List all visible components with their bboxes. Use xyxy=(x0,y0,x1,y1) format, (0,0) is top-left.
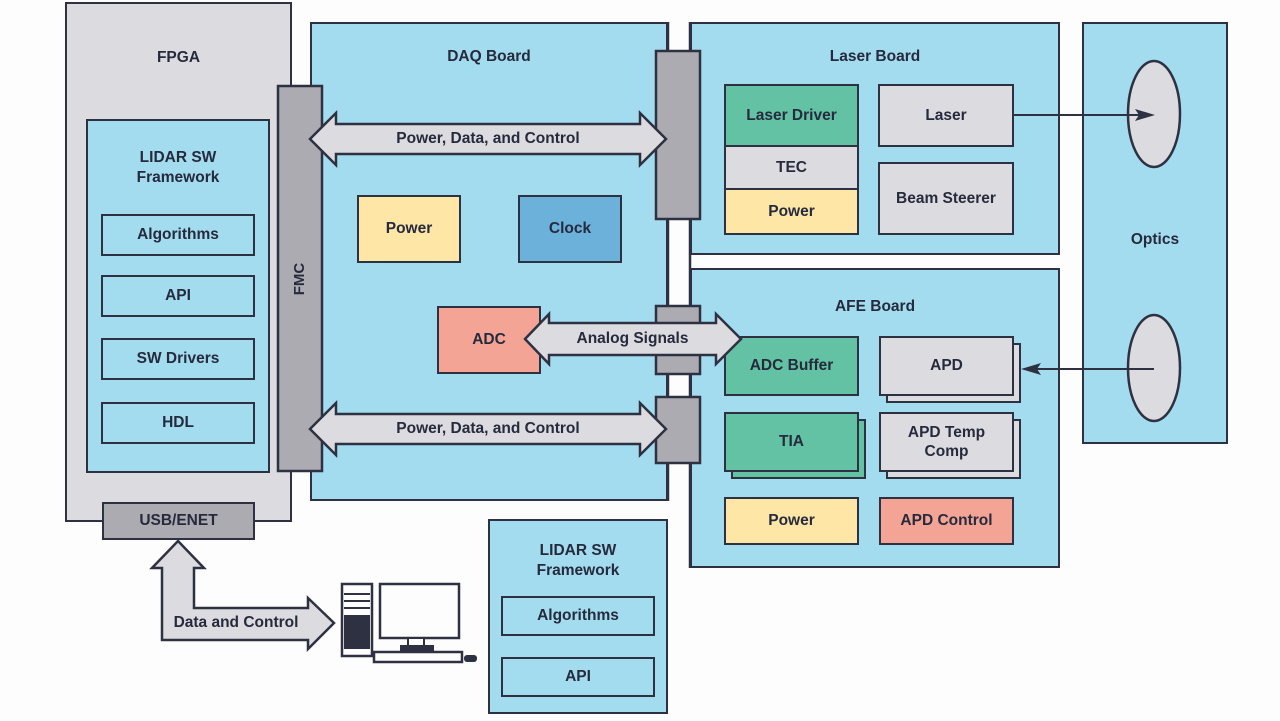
adc-buffer: ADC Buffer xyxy=(724,336,859,396)
optics-title: Optics xyxy=(1130,231,1180,248)
title-line-2: Framework xyxy=(136,169,220,187)
data-and-control-label: Data and Control xyxy=(173,614,299,631)
fpga-sw-framework-title: LIDAR SW Framework xyxy=(88,148,268,188)
laser-board-title: Laser Board xyxy=(829,48,921,65)
apd: APD xyxy=(879,336,1014,396)
laser-driver: Laser Driver xyxy=(724,84,859,147)
beam-steerer: Beam Steerer xyxy=(878,162,1014,235)
laser-power: Power xyxy=(724,188,859,235)
apd-temp-line-1: APD Temp xyxy=(907,423,986,441)
apd-control: APD Control xyxy=(879,497,1014,545)
top-arrow-label: Power, Data, and Control xyxy=(396,130,580,147)
host-api: API xyxy=(501,657,655,697)
laser: Laser xyxy=(878,84,1014,147)
afe-board-title: AFE Board xyxy=(834,298,916,315)
title-line-1: LIDAR SW xyxy=(539,542,617,559)
tec: TEC xyxy=(724,145,859,190)
host-algorithms: Algorithms xyxy=(501,596,655,636)
data-and-control-arrow xyxy=(149,539,336,653)
apd-temp-comp: APD Temp Comp xyxy=(879,412,1014,472)
fpga-hdl: HDL xyxy=(101,402,255,444)
fpga-title: FPGA xyxy=(156,49,201,66)
daq-power: Power xyxy=(357,195,461,263)
title-line-1: LIDAR SW xyxy=(139,149,217,166)
fpga-sw-drivers: SW Drivers xyxy=(101,338,255,380)
afe-power: Power xyxy=(724,497,859,545)
bottom-arrow-label: Power, Data, and Control xyxy=(396,420,580,437)
host-sw-framework-title: LIDAR SW Framework xyxy=(490,541,666,581)
daq-adc: ADC xyxy=(437,306,541,374)
tia: TIA xyxy=(724,412,859,472)
fpga-algorithms: Algorithms xyxy=(101,214,255,256)
optics-block: Optics xyxy=(1082,22,1228,444)
analog-signals-label: Analog Signals xyxy=(576,330,689,347)
title-line-2: Framework xyxy=(536,562,620,580)
fpga-api: API xyxy=(101,275,255,317)
usb-enet-port: USB/ENET xyxy=(102,502,255,540)
fmc-label: FMC xyxy=(291,263,308,296)
daq-clock: Clock xyxy=(518,195,622,263)
apd-temp-line-2: Comp xyxy=(924,443,969,460)
desktop-computer-icon xyxy=(340,582,477,664)
board-gap xyxy=(669,22,689,568)
daq-board-title: DAQ Board xyxy=(447,48,531,65)
